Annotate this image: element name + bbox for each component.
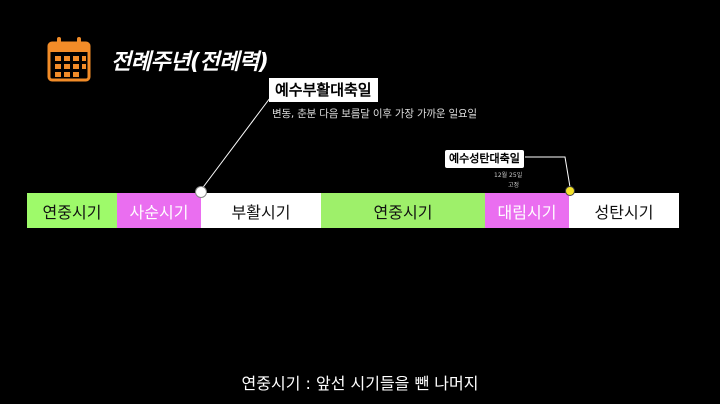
liturgical-timeline: 연중시기 사순시기 부활시기 연중시기 대림시기 성탄시기: [27, 193, 679, 228]
segment-lent: 사순시기: [117, 193, 201, 228]
segment-ordinary-time-1: 연중시기: [27, 193, 117, 228]
christmas-connector: [525, 156, 571, 188]
christmas-date: 12월 25일: [494, 172, 523, 179]
calendar-icon: [47, 37, 91, 82]
segment-ordinary-time-2: 연중시기: [321, 193, 485, 228]
christmas-fixed: 고정: [508, 182, 520, 189]
footer-note: 연중시기 : 앞선 시기들을 뺀 나머지: [241, 374, 479, 393]
christmas-label: 예수성탄대축일: [445, 150, 524, 168]
easter-note: 변동, 춘분 다음 보름달 이후 가장 가까운 일요일: [272, 108, 477, 120]
easter-connector: [200, 97, 271, 191]
christmas-marker: [565, 186, 575, 196]
easter-label: 예수부활대축일: [269, 78, 378, 102]
segment-easter: 부활시기: [201, 193, 321, 228]
segment-advent: 대림시기: [485, 193, 569, 228]
easter-marker: [195, 186, 207, 198]
segment-christmas: 성탄시기: [569, 193, 679, 228]
page-title: 전례주년(전례력): [111, 50, 269, 75]
